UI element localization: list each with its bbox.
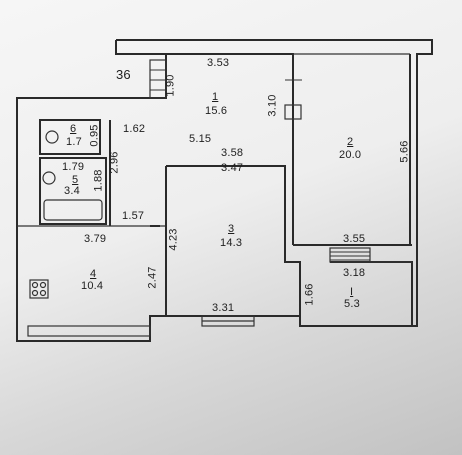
dim-1-90: 1.90: [164, 74, 177, 97]
toilet-room: [39, 119, 101, 155]
dim-2-96: 2.96: [108, 151, 121, 174]
stove-burner-1: [31, 281, 39, 289]
stove: [29, 279, 49, 299]
room-5-area: 3.4: [64, 185, 80, 197]
room-6-number: 6: [70, 123, 77, 135]
stove-burner-4: [39, 289, 47, 297]
dim-1-57: 1.57: [122, 210, 145, 222]
bathtub: [43, 199, 103, 221]
stairwell: [149, 59, 167, 99]
dim-3-10: 3.10: [266, 94, 279, 117]
dim-0-95: 0.95: [88, 124, 101, 147]
room-5-number: 5: [72, 174, 79, 186]
room-2-area: 20.0: [339, 149, 362, 161]
room-balcony-area: 5.3: [344, 298, 360, 310]
room-3-number: 3: [228, 223, 235, 235]
entrance-door: [284, 104, 302, 120]
dim-1-88: 1.88: [92, 169, 105, 192]
dim-5-15: 5.15: [189, 133, 212, 145]
bathroom-room: [39, 157, 107, 225]
sink: [45, 130, 59, 144]
outer-wall-top-inner: [16, 40, 167, 342]
balcony-door: [329, 247, 371, 263]
room-balcony-number: I: [350, 286, 354, 298]
dim-2-47: 2.47: [146, 266, 159, 289]
dim-3-31: 3.31: [212, 302, 235, 314]
dim-3-55: 3.55: [343, 233, 366, 245]
stove-burner-3: [31, 289, 39, 297]
dim-3-79: 3.79: [84, 233, 107, 245]
room-3-area: 14.3: [220, 237, 243, 249]
outer-wall: [116, 39, 433, 327]
bedroom-wall: [166, 165, 286, 245]
dim-5-66: 5.66: [398, 140, 411, 163]
room-4-area: 10.4: [81, 280, 104, 292]
room-1-area: 15.6: [205, 105, 228, 117]
dim-4-23: 4.23: [167, 228, 180, 251]
kitchen-window: [27, 325, 151, 337]
room-6-area: 1.7: [66, 136, 82, 148]
dim-1-62: 1.62: [123, 123, 146, 135]
stove-burner-2: [39, 281, 47, 289]
room-1-number: 1: [212, 91, 219, 103]
dim-3-18: 3.18: [343, 267, 366, 279]
dim-1-66: 1.66: [303, 283, 316, 306]
dim-1-79: 1.79: [62, 161, 85, 173]
washbasin: [42, 171, 56, 185]
dim-3-58: 3.58: [221, 147, 244, 159]
corner-label: 36: [116, 67, 131, 82]
dim-3-47: 3.47: [221, 162, 244, 174]
room-2-number: 2: [347, 136, 354, 148]
room-4-number: 4: [90, 268, 97, 280]
dim-3-53: 3.53: [207, 57, 230, 69]
